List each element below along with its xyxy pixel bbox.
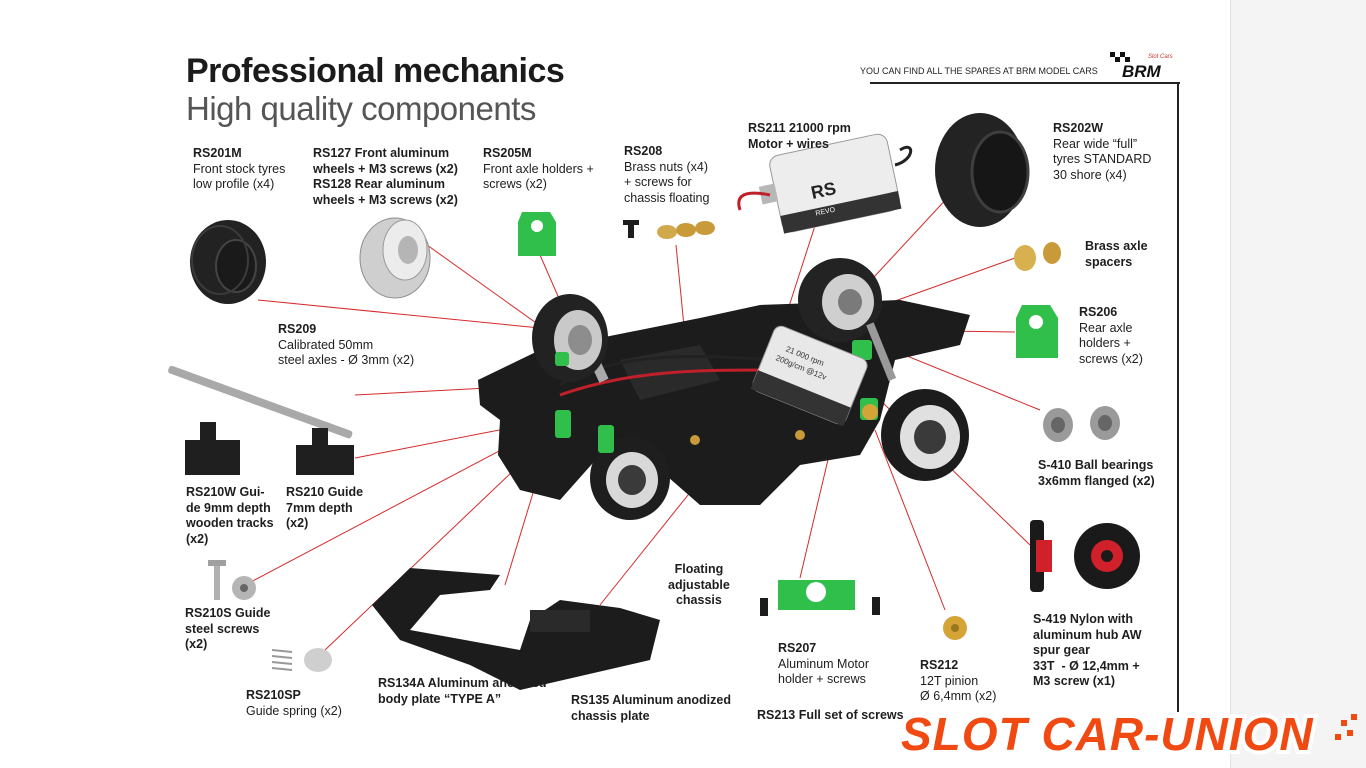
label-rs206: RS206 Rear axle holders + screws (x2) [1079,305,1143,367]
rear-left-wheel [798,258,882,342]
spur-gear-part [1030,520,1140,592]
page-title: Professional mechanics [186,52,565,90]
label-rs206-code: RS206 [1079,305,1118,319]
motor-series-print: REVO [815,206,836,217]
motor-holder-part [760,580,880,616]
label-rs212: RS212 12T pinion Ø 6,4mm (x2) [920,658,996,705]
ball-bearings-part [1043,406,1120,442]
brass-nuts-part [623,220,715,239]
guide-spring-part [271,649,293,671]
label-rs209-desc: Calibrated 50mm steel axles - Ø 3mm (x2) [278,337,415,368]
brass-spacers-part [1014,242,1061,271]
label-rs201m-code: RS201M [193,146,242,160]
pinion-part [943,616,967,640]
label-rs205m: RS205M Front axle holders + screws (x2) [483,146,594,193]
label-rs207-code: RS207 [778,641,817,655]
steel-axle-part [168,365,353,439]
rear-right-wheel [881,389,969,481]
front-axle-holder-part [518,212,556,256]
right-sidebar [1230,0,1366,768]
label-rs210sp: RS210SP Guide spring (x2) [246,688,342,719]
brm-logo: Slot Cars BRM [1110,52,1173,80]
label-rs205m-code: RS205M [483,146,532,160]
label-rs202w-code: RS202W [1053,121,1104,135]
label-rs209: RS209 Calibrated 50mm steel axles - Ø 3m… [278,322,414,369]
rear-axle-holder-part [1016,305,1058,358]
label-s410: S-410 Ball bearings 3x6mm flanged (x2) [1038,458,1155,488]
label-rs210sp-code: RS210SP [246,688,301,702]
page-subtitle: High quality components [186,90,536,127]
label-rs207: RS207 Aluminum Motor holder + screws [778,641,869,688]
label-floating-chassis: Floating adjustable chassis [668,562,730,608]
label-rs212-code: RS212 [920,658,959,672]
front-left-wheel [532,294,608,382]
label-s419: S-419 Nylon with aluminum hub AW spur ge… [1033,612,1142,689]
label-rs210: RS210 Guide 7mm depth (x2) [286,485,364,531]
brm-logo-small-text: Slot Cars [1148,54,1173,60]
checkered-accent-icon [1335,714,1357,740]
label-rs211: RS211 21000 rpm Motor + wires [748,121,851,151]
watermark-outline: SLOT CAR-UNION [901,708,1314,760]
guide-part [296,428,354,475]
label-rs207-desc: Aluminum Motor holder + screws [778,656,869,687]
motor-on-chassis: 21 000 rpm 200g/cm @12v [750,325,868,427]
label-rs212-desc: 12T pinion Ø 6,4mm (x2) [920,673,997,704]
label-rs206-desc: Rear axle holders + screws (x2) [1079,320,1143,366]
rear-tyre-part [935,113,1030,227]
spares-note: YOU CAN FIND ALL THE SPARES AT BRM MODEL… [860,66,1098,76]
label-rs209-code: RS209 [278,322,317,336]
label-rs210w: RS210W Gui- de 9mm depth wooden tracks (… [186,485,274,546]
aluminum-wheel-part [359,217,431,299]
label-rs208-desc: Brass nuts (x4) + screws for chassis flo… [624,159,710,205]
label-rs208: RS208 Brass nuts (x4) + screws for chass… [624,144,709,206]
brm-logo-text: BRM [1122,62,1162,80]
label-rs202w-desc: Rear wide “full” tyres STANDARD 30 shore… [1053,136,1152,182]
label-brass-spacers: Brass axle spacers [1085,239,1148,269]
guide-steel-screws-part [208,560,256,600]
label-rs210sp-desc: Guide spring (x2) [246,703,342,718]
front-tyre-part [190,220,266,304]
watermark-text: SLOT CAR-UNION [901,708,1314,760]
label-rs210s: RS210S Guide steel screws (x2) [185,606,271,652]
frame-line-right [1177,82,1179,712]
body-plate-part [372,568,660,690]
guide-wooden-part [185,422,240,475]
label-rs201m: RS201M Front stock tyres low profile (x4… [193,146,285,193]
label-rs134a: RS134A Aluminum anodized body plate “TYP… [378,676,547,706]
motor-part: RS REVO [758,133,902,234]
slot-car-union-watermark: SLOT CAR-UNION SLOT CAR-UNION [897,704,1357,762]
frame-line-top [870,82,1180,84]
label-rs201m-desc: Front stock tyres low profile (x4) [193,161,286,192]
label-rs202w: RS202W Rear wide “full” tyres STANDARD 3… [1053,121,1151,183]
label-rs208-code: RS208 [624,144,663,158]
label-rs213: RS213 Full set of screws [757,708,904,722]
front-right-wheel [590,436,670,520]
checkered-flag-icon [1110,52,1130,62]
label-rs205m-desc: Front axle holders + screws (x2) [483,161,594,192]
label-rs127-rs128: RS127 Front aluminum wheels + M3 screws … [313,146,458,207]
label-rs135: RS135 Aluminum anodized chassis plate [571,693,731,723]
